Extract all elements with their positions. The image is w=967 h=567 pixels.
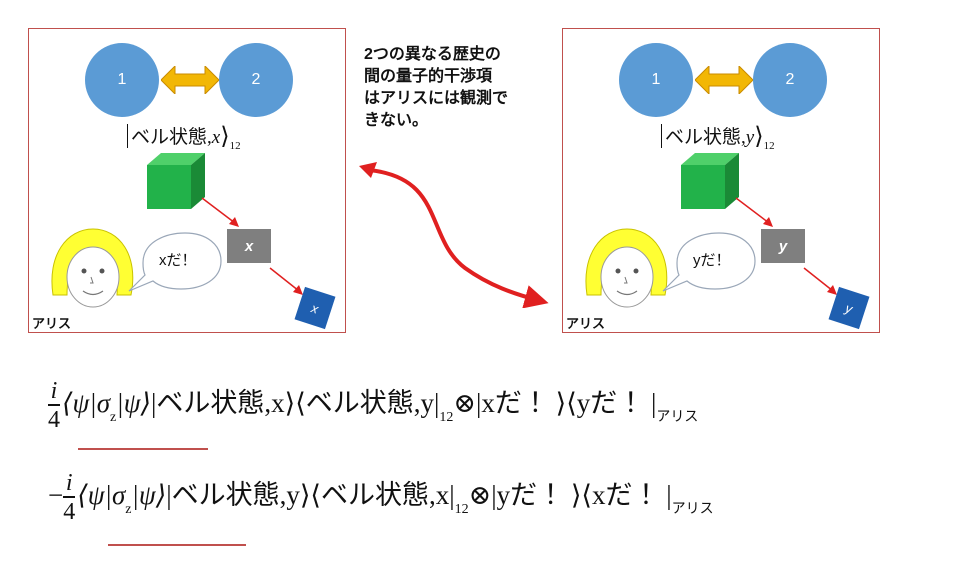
particle-2-label: 2	[785, 71, 795, 88]
result-box-label: x	[244, 237, 254, 255]
speech-text: yだ！	[693, 252, 731, 269]
sigma-subscript: z	[125, 501, 132, 517]
fraction: i 4	[48, 378, 60, 434]
record-card-label: x	[309, 299, 321, 317]
expectation-value-end: |ψ⟩	[116, 387, 151, 418]
left-history-panel: 1 2 ベル状態,x⟩12 x x xだ！ アリス	[28, 28, 346, 333]
particle-1-circle: 1	[85, 43, 159, 117]
record-operator: ⊗|yだ ！⟩⟨xだ ！|	[468, 479, 672, 510]
fraction-numerator: i	[65, 470, 73, 496]
particle-1-label: 1	[651, 71, 661, 88]
bell-state-var: x	[211, 127, 221, 148]
fraction-denominator: 4	[63, 498, 76, 525]
record-arrow-icon	[803, 267, 837, 295]
double-arrow-icon	[695, 66, 753, 94]
cube-icon	[681, 153, 739, 209]
speech-bubble-icon	[662, 232, 756, 292]
record-card-label: y	[843, 299, 855, 317]
subscript-12: 12	[454, 501, 469, 517]
record-operator: ⊗|xだ ！⟩⟨yだ ！|	[453, 387, 657, 418]
interference-annotation: 2つの異なる歴史の 間の量子的干渉項 はアリスには観測で きない。	[364, 44, 508, 132]
interference-arrow-icon	[359, 162, 549, 308]
particle-2-circle: 2	[753, 43, 827, 117]
subscript-alice: アリス	[671, 501, 714, 517]
speech-bubble-icon	[128, 232, 222, 292]
particle-2-label: 2	[251, 71, 261, 88]
bell-state-ket: ベル状態,y⟩12	[661, 121, 775, 152]
formula-term-2: − i 4 ⟨ψ|σz|ψ⟩|ベル状態,y⟩⟨ベル状態,x|12⊗|yだ ！⟩⟨…	[48, 470, 714, 526]
expectation-value-end: |ψ⟩	[131, 479, 167, 510]
record-arrow-icon	[269, 267, 303, 295]
annotation-line: 間の量子的干渉項	[364, 68, 493, 85]
alice-face-icon	[51, 228, 134, 308]
annotation-line: はアリスには観測で	[364, 90, 509, 107]
measurement-arrow-icon	[201, 197, 239, 227]
sigma-subscript: z	[110, 409, 117, 425]
observer-label: アリス	[566, 316, 606, 331]
expectation-value: ⟨ψ|σ	[77, 479, 126, 510]
bell-state-text: ベル状態,	[131, 127, 212, 148]
bell-state-text: ベル状態,	[665, 127, 746, 148]
expectation-value: ⟨ψ|σ	[62, 387, 111, 418]
double-arrow-icon	[161, 66, 219, 94]
expectation-underline	[78, 448, 208, 450]
measurement-arrow-icon	[735, 197, 773, 227]
minus-sign: −	[48, 479, 64, 510]
bell-operator: |ベル状態,x⟩⟨ベル状態,y|	[151, 387, 440, 418]
particle-1-label: 1	[117, 71, 127, 88]
speech-text: xだ！	[159, 252, 197, 269]
bell-state-sub: 12	[229, 140, 241, 152]
particle-1-circle: 1	[619, 43, 693, 117]
right-history-panel: 1 2 ベル状態,y⟩12 y y yだ！ アリス	[562, 28, 880, 333]
particle-2-circle: 2	[219, 43, 293, 117]
alice-face-icon	[585, 228, 668, 308]
bell-state-sub: 12	[763, 140, 775, 152]
fraction-numerator: i	[50, 378, 58, 404]
result-box: x	[227, 229, 271, 263]
formula-term-1: i 4 ⟨ψ|σz|ψ⟩|ベル状態,x⟩⟨ベル状態,y|12⊗|xだ ！⟩⟨yだ…	[48, 378, 698, 434]
result-box-label: y	[778, 237, 788, 255]
annotation-line: きない。	[364, 112, 429, 129]
expectation-underline	[108, 544, 246, 546]
bell-state-var: y	[745, 127, 755, 148]
annotation-line: 2つの異なる歴史の	[364, 46, 501, 63]
cube-icon	[147, 153, 205, 209]
subscript-alice: アリス	[656, 409, 699, 425]
result-box: y	[761, 229, 805, 263]
bell-state-ket: ベル状態,x⟩12	[127, 121, 241, 152]
observer-label: アリス	[32, 316, 72, 331]
fraction-denominator: 4	[48, 406, 60, 433]
bell-operator: |ベル状態,y⟩⟨ベル状態,x|	[166, 479, 455, 510]
fraction: i 4	[63, 470, 76, 526]
subscript-12: 12	[439, 409, 454, 425]
